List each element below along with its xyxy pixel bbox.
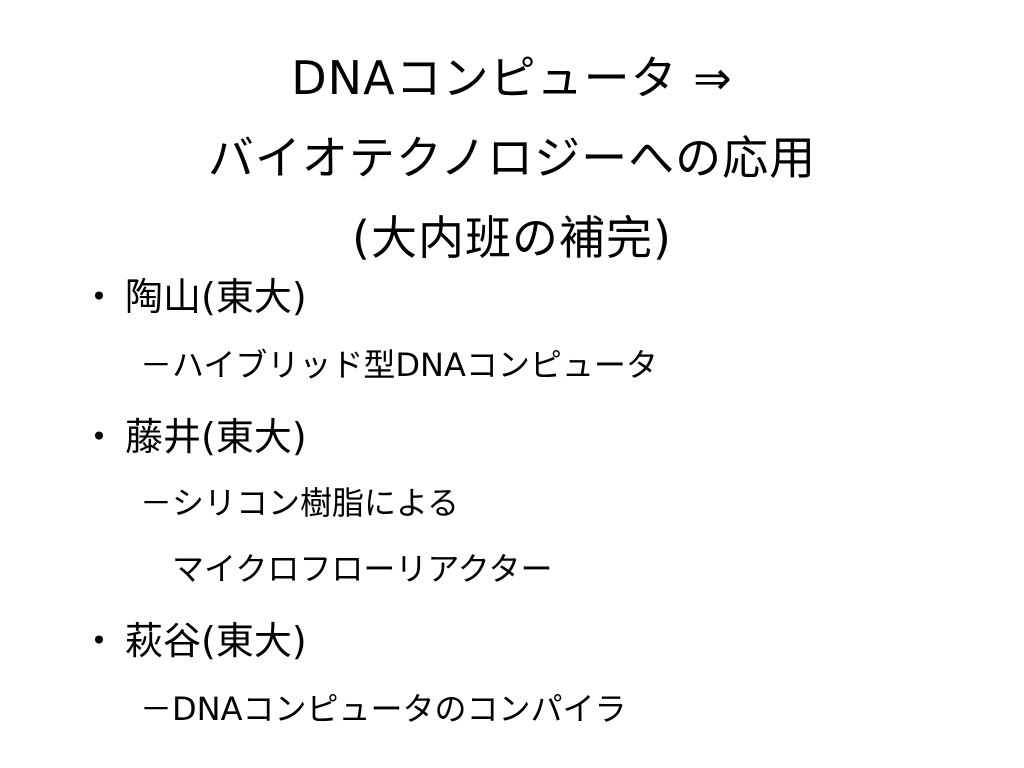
bullet-marker: ・ [80, 415, 119, 459]
bullet-marker: ・ [80, 275, 119, 319]
title-line-2: バイオテクノロジーへの応用 [207, 131, 817, 185]
bullet-marker: ・ [80, 619, 119, 663]
sub-text: DNAコンピュータのコンパイラ [172, 690, 627, 728]
sub-marker: － [140, 690, 173, 728]
bullet-text: 藤井(東大) [125, 415, 307, 459]
sub-marker: － [140, 484, 173, 522]
title-line-1: DNAコンピュータ ⇒ [291, 51, 733, 105]
bullet-text: 萩谷(東大) [125, 619, 307, 663]
sub-text: シリコン樹脂による [172, 484, 460, 522]
sub-marker: － [140, 346, 173, 384]
title-line-3: (大内班の補完) [352, 211, 672, 265]
sub-text: ハイブリッド型DNAコンピュータ [172, 346, 658, 384]
bullet-text: 陶山(東大) [125, 275, 307, 319]
sub-text: マイクロフローリアクター [172, 550, 553, 588]
slide-title: DNAコンピュータ ⇒ バイオテクノロジーへの応用 (大内班の補完) [60, 38, 964, 278]
